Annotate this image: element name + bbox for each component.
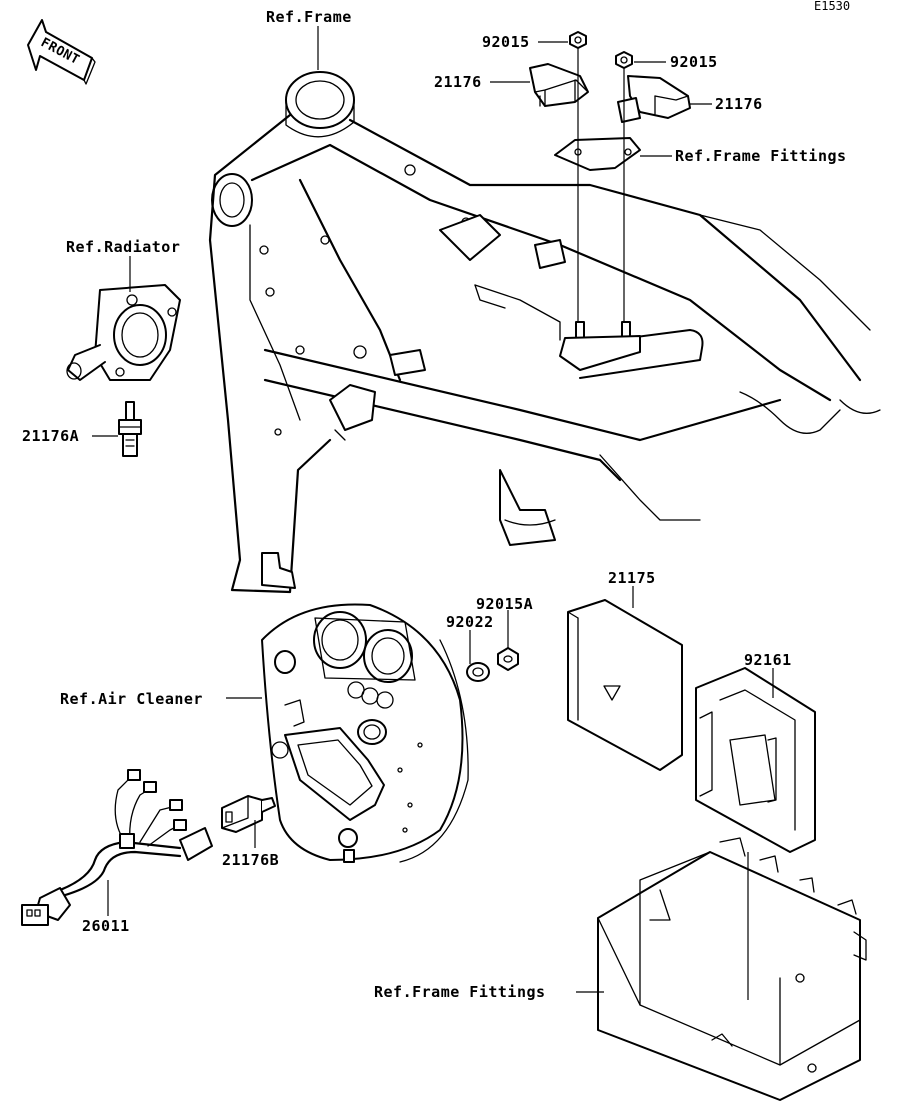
label-92161: 92161 — [744, 651, 792, 669]
ecu-cover-92161 — [695, 667, 816, 853]
label-ref-frame-fittings-top: Ref.Frame Fittings — [675, 147, 847, 165]
radiator-fitting — [66, 284, 181, 381]
nut-92015a — [497, 647, 519, 671]
label-92015a: 92015A — [476, 595, 533, 613]
label-ref-frame: Ref.Frame — [266, 8, 352, 26]
label-ref-air-cleaner: Ref.Air Cleaner — [60, 690, 203, 708]
label-21176-left: 21176 — [434, 73, 482, 91]
air-cleaner-housing — [261, 603, 469, 863]
brand-logo-icon — [603, 685, 621, 701]
wiring-harness-26011 — [21, 769, 213, 926]
nut-92015-right — [615, 51, 633, 69]
label-92015-right: 92015 — [670, 53, 718, 71]
label-ref-radiator: Ref.Radiator — [66, 238, 180, 256]
ecu-21175 — [567, 599, 683, 771]
front-direction-icon: FRONT — [27, 19, 96, 85]
label-21176a: 21176A — [22, 427, 79, 445]
label-21176-right: 21176 — [715, 95, 763, 113]
label-21175: 21175 — [608, 569, 656, 587]
label-21176b: 21176B — [222, 851, 279, 869]
map-sensor-left — [529, 63, 589, 107]
label-92022: 92022 — [446, 613, 494, 631]
electrical-tray — [597, 837, 867, 1101]
temp-sensor-21176a — [118, 401, 142, 457]
diagram-code: E1530 — [814, 0, 850, 13]
washer-92022 — [466, 662, 490, 682]
label-92015-left: 92015 — [482, 33, 530, 51]
air-temp-sensor-21176b — [221, 795, 276, 833]
sensor-bracket — [554, 137, 641, 171]
label-26011: 26011 — [82, 917, 130, 935]
map-sensor-right — [617, 75, 691, 123]
mounting-studs — [559, 321, 641, 371]
nut-92015-left — [569, 31, 587, 49]
label-ref-frame-fittings-bottom: Ref.Frame Fittings — [374, 983, 546, 1001]
